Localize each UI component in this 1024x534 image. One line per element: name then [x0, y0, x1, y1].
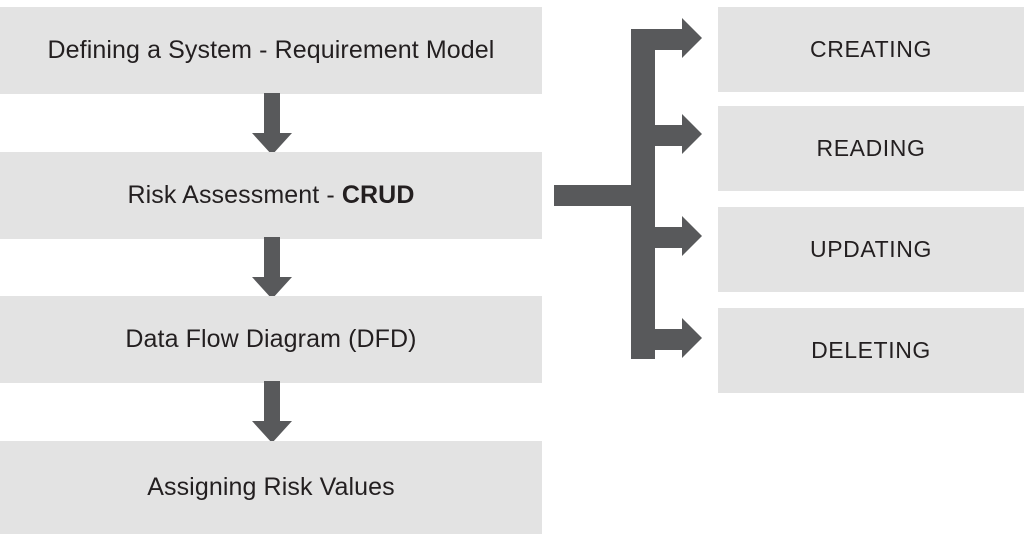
- fork-arrow-right-icon: [554, 18, 702, 359]
- process-box-label-emphasis: CRUD: [341, 181, 415, 209]
- arrow-down-icon: [252, 381, 292, 443]
- process-box-label: Data Flow Diagram (DFD): [125, 325, 417, 353]
- crud-box-reading[interactable]: READING: [718, 106, 1024, 191]
- crud-box-label: UPDATING: [810, 236, 932, 262]
- process-box-risk-assessment[interactable]: Risk Assessment - CRUD: [0, 152, 542, 239]
- process-box-label-prefix: Risk Assessment -: [127, 181, 342, 209]
- process-box-requirement-model[interactable]: Defining a System - Requirement Model: [0, 7, 542, 94]
- arrow-down-icon: [252, 93, 292, 155]
- process-box-label: Assigning Risk Values: [147, 473, 395, 501]
- process-box-label: Risk Assessment - CRUD: [128, 183, 415, 208]
- crud-box-deleting[interactable]: DELETING: [718, 308, 1024, 393]
- arrow-down-icon: [252, 237, 292, 299]
- crud-box-label: DELETING: [811, 337, 931, 363]
- crud-box-label: CREATING: [810, 36, 932, 62]
- crud-box-creating[interactable]: CREATING: [718, 7, 1024, 92]
- process-box-label: Defining a System - Requirement Model: [47, 36, 495, 64]
- crud-box-label: READING: [816, 135, 926, 161]
- process-box-assigning-risk-values[interactable]: Assigning Risk Values: [0, 441, 542, 534]
- process-box-data-flow-diagram[interactable]: Data Flow Diagram (DFD): [0, 296, 542, 383]
- crud-box-updating[interactable]: UPDATING: [718, 207, 1024, 292]
